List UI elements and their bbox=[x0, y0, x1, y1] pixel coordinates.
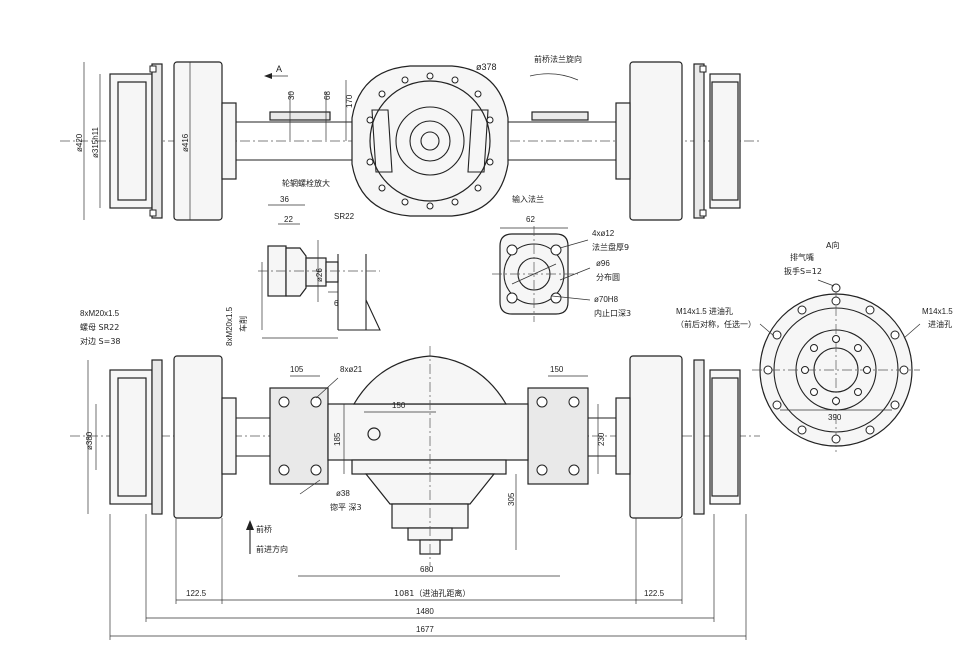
label-dim-30: 30 bbox=[287, 91, 296, 100]
label-dia-96: ø96 bbox=[596, 259, 610, 268]
label-dia-315: ø315h11 bbox=[91, 126, 100, 158]
label-dim-105: 105 bbox=[290, 365, 304, 374]
label-nut-sr22: 螺母 SR22 bbox=[80, 322, 119, 332]
label-dim-22: 22 bbox=[284, 215, 293, 224]
label-dim-62: 62 bbox=[526, 215, 535, 224]
label-holes-4x12: 4xø12 bbox=[592, 229, 615, 238]
overall-dimensions bbox=[109, 514, 747, 640]
direction-arrow bbox=[246, 520, 254, 554]
label-view-a: A向 bbox=[826, 240, 839, 250]
label-input-flange: 输入法兰 bbox=[512, 194, 544, 204]
label-dim-6: 6 bbox=[334, 299, 339, 308]
label-m20-side: 8xM20x1.5 bbox=[225, 306, 234, 346]
label-dia-38: ø38 bbox=[336, 489, 350, 498]
input-flange-view bbox=[492, 226, 591, 322]
label-detail-title: 轮辋螺栓放大 bbox=[282, 178, 330, 188]
label-dim-170: 170 bbox=[345, 94, 354, 108]
label-dia-380: ø380 bbox=[85, 431, 94, 450]
label-oil-inlet-right: 进油孔 bbox=[928, 319, 952, 329]
label-wrench-38: 对边 S=38 bbox=[80, 336, 121, 346]
label-dia-70: ø70H8 bbox=[594, 295, 619, 304]
label-spotface: 锪平 深3 bbox=[330, 502, 362, 512]
label-dim-680: 680 bbox=[420, 565, 434, 574]
label-dim-68: 68 bbox=[323, 91, 332, 100]
label-dim-390: 390 bbox=[828, 413, 842, 422]
view-a-hub bbox=[752, 279, 921, 452]
label-dim-185: 185 bbox=[333, 432, 342, 446]
wheel-bolt-detail bbox=[258, 204, 381, 339]
label-dim-150-top: 150 bbox=[550, 365, 564, 374]
label-arrow-a: A bbox=[276, 64, 282, 74]
label-m14-right: M14x1.5 bbox=[922, 307, 953, 316]
label-m14-left: M14x1.5 进油孔 bbox=[676, 306, 733, 316]
label-dim-122-5-right: 122.5 bbox=[644, 589, 665, 598]
label-rotation-direction: 前桥法兰旋向 bbox=[534, 54, 582, 64]
label-m20-note: 8xM20x1.5 bbox=[80, 309, 120, 318]
label-stud: 车削 bbox=[238, 316, 248, 332]
label-forward-direction: 前进方向 bbox=[256, 544, 288, 554]
label-dia-378: ø378 bbox=[476, 62, 497, 72]
label-wrench-12: 扳手S=12 bbox=[784, 266, 822, 276]
label-dia-26: ø26 bbox=[315, 268, 324, 282]
label-spigot: 内止口深3 bbox=[594, 308, 631, 318]
label-dim-305: 305 bbox=[507, 492, 516, 506]
label-front-axle: 前桥 bbox=[256, 524, 272, 534]
label-dia-420: ø420 bbox=[75, 133, 84, 152]
label-flange-thickness: 法兰盘厚9 bbox=[592, 242, 629, 252]
label-dim-1480: 1480 bbox=[416, 607, 434, 616]
label-dim-150-mid: 150 bbox=[392, 401, 406, 410]
label-holes-8x21: 8xø21 bbox=[340, 365, 363, 374]
bottom-axle-view bbox=[70, 346, 760, 566]
label-dim-122-5-left: 122.5 bbox=[186, 589, 207, 598]
label-dim-1081: 1081（进油孔距离） bbox=[394, 588, 470, 598]
label-dim-36: 36 bbox=[280, 195, 289, 204]
label-vent: 排气嘴 bbox=[790, 252, 814, 262]
label-dia-416: ø416 bbox=[181, 133, 190, 152]
top-axle-view bbox=[60, 61, 760, 221]
label-dim-1677: 1677 bbox=[416, 625, 434, 634]
label-pcd: 分布圆 bbox=[596, 272, 620, 282]
label-m14-left-note: （前后对称，任选一） bbox=[676, 319, 756, 329]
label-dim-230: 230 bbox=[597, 432, 606, 446]
label-sr22: SR22 bbox=[334, 212, 355, 221]
